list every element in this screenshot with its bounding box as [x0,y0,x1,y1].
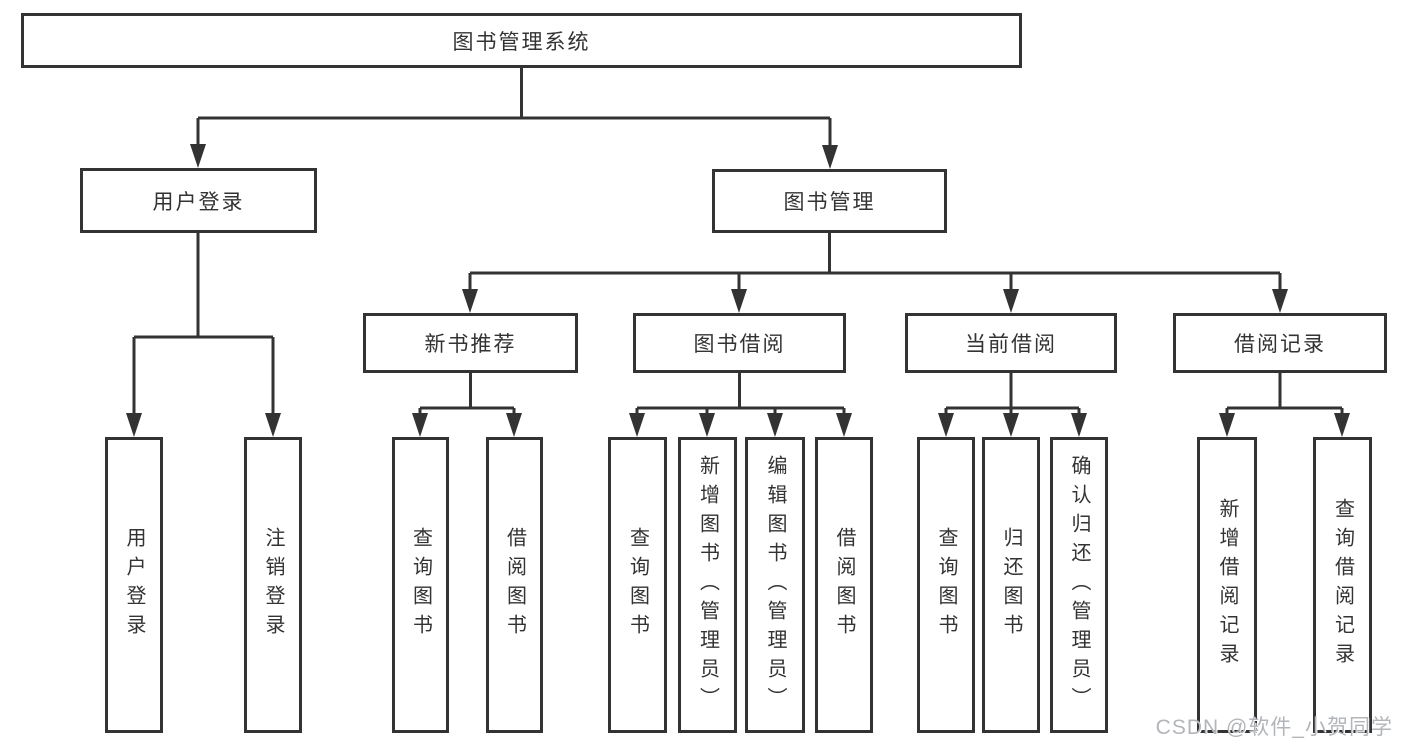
leaf-query-borrow-record: 查询借阅记录 [1313,437,1372,733]
leaf-confirm-return-admin: 确认归还（管理员） [1050,437,1108,733]
leaf-add-books-admin: 新增图书（管理员） [678,437,737,733]
leaf-add-borrow-record: 新增借阅记录 [1197,437,1257,733]
node-borrowing-records: 借阅记录 [1173,313,1387,373]
leaf-query-books-borrowing: 查询图书 [608,437,667,733]
node-library-management-system: 图书管理系统 [21,13,1022,68]
node-label: 借阅记录 [1234,333,1326,356]
node-label: 归还图书 [1000,527,1022,643]
leaf-borrow-books-borrowing: 借阅图书 [815,437,873,733]
node-label: 图书管理系统 [452,30,591,54]
node-label: 查询图书 [626,527,649,643]
node-label: 查询借阅记录 [1331,498,1354,672]
leaf-borrow-books-recommend: 借阅图书 [486,437,543,733]
node-new-book-recommend: 新书推荐 [363,313,578,373]
node-book-borrowing: 图书借阅 [633,313,846,373]
node-user-login: 用户登录 [80,168,317,233]
arrowheads [126,144,1350,437]
node-label: 借阅图书 [833,527,855,643]
leaf-query-books-recommend: 查询图书 [392,437,449,733]
leaf-user-login: 用户登录 [105,437,163,733]
node-label: 注销登录 [262,527,284,643]
node-label: 当前借阅 [965,333,1057,356]
node-label: 图书借阅 [693,333,786,356]
node-label: 查询图书 [935,527,957,643]
csdn-watermark: CSDN @软件_小贺同学 [1155,716,1393,739]
leaf-return-books: 归还图书 [982,437,1040,733]
node-label: 新书推荐 [424,333,517,356]
leaf-edit-books-admin: 编辑图书（管理员） [745,437,805,733]
node-book-management: 图书管理 [712,169,947,233]
node-label: 新增图书（管理员） [696,454,719,716]
node-label: 用户登录 [123,527,145,643]
node-label: 借阅图书 [503,527,526,643]
leaf-query-books-current: 查询图书 [917,437,975,733]
node-label: 图书管理 [783,191,876,214]
node-current-borrowing: 当前借阅 [905,313,1117,373]
node-label: 编辑图书（管理员） [764,454,786,716]
node-label: 查询图书 [409,527,432,643]
node-label: 用户登录 [152,190,245,214]
node-label: 确认归还（管理员） [1068,454,1090,716]
node-label: 新增借阅记录 [1216,498,1238,672]
leaf-logout: 注销登录 [244,437,302,733]
